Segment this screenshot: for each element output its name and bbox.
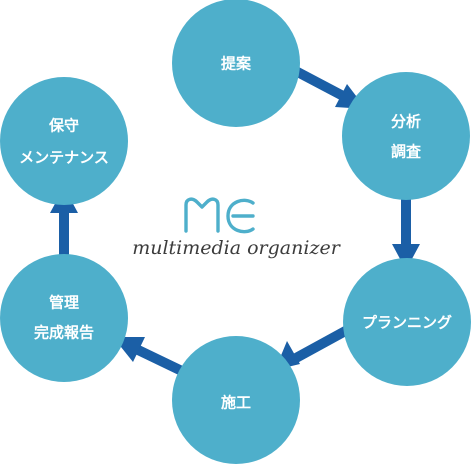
step-node-management: 管理 完成報告 (0, 254, 128, 382)
step-label-planning: プランニング (362, 314, 452, 332)
logo-mark-me (184, 197, 255, 234)
step-label-research: 調査 (391, 143, 422, 161)
step-label-proposal: 提案 (221, 55, 252, 73)
step-node-planning: プランニング (343, 258, 471, 386)
step-label-completion-report: 完成報告 (34, 324, 94, 342)
step-label-maintenance-katakana: メンテナンス (19, 149, 109, 167)
step-label-construction: 施工 (221, 394, 251, 412)
step-node-maintenance: 保守 メンテナンス (0, 77, 128, 205)
step-node-analysis: 分析 調査 (342, 72, 470, 200)
arrow-construction-to-management (113, 337, 189, 378)
step-node-proposal: 提案 (172, 0, 300, 127)
step-label-maintenance: 保守 (48, 117, 79, 135)
step-label-management: 管理 (49, 294, 79, 312)
logo-tagline: multimedia organizer (132, 237, 341, 259)
step-node-construction: 施工 (172, 336, 300, 464)
logo: multimedia organizer (132, 197, 342, 259)
step-label-analysis: 分析 (391, 113, 421, 131)
